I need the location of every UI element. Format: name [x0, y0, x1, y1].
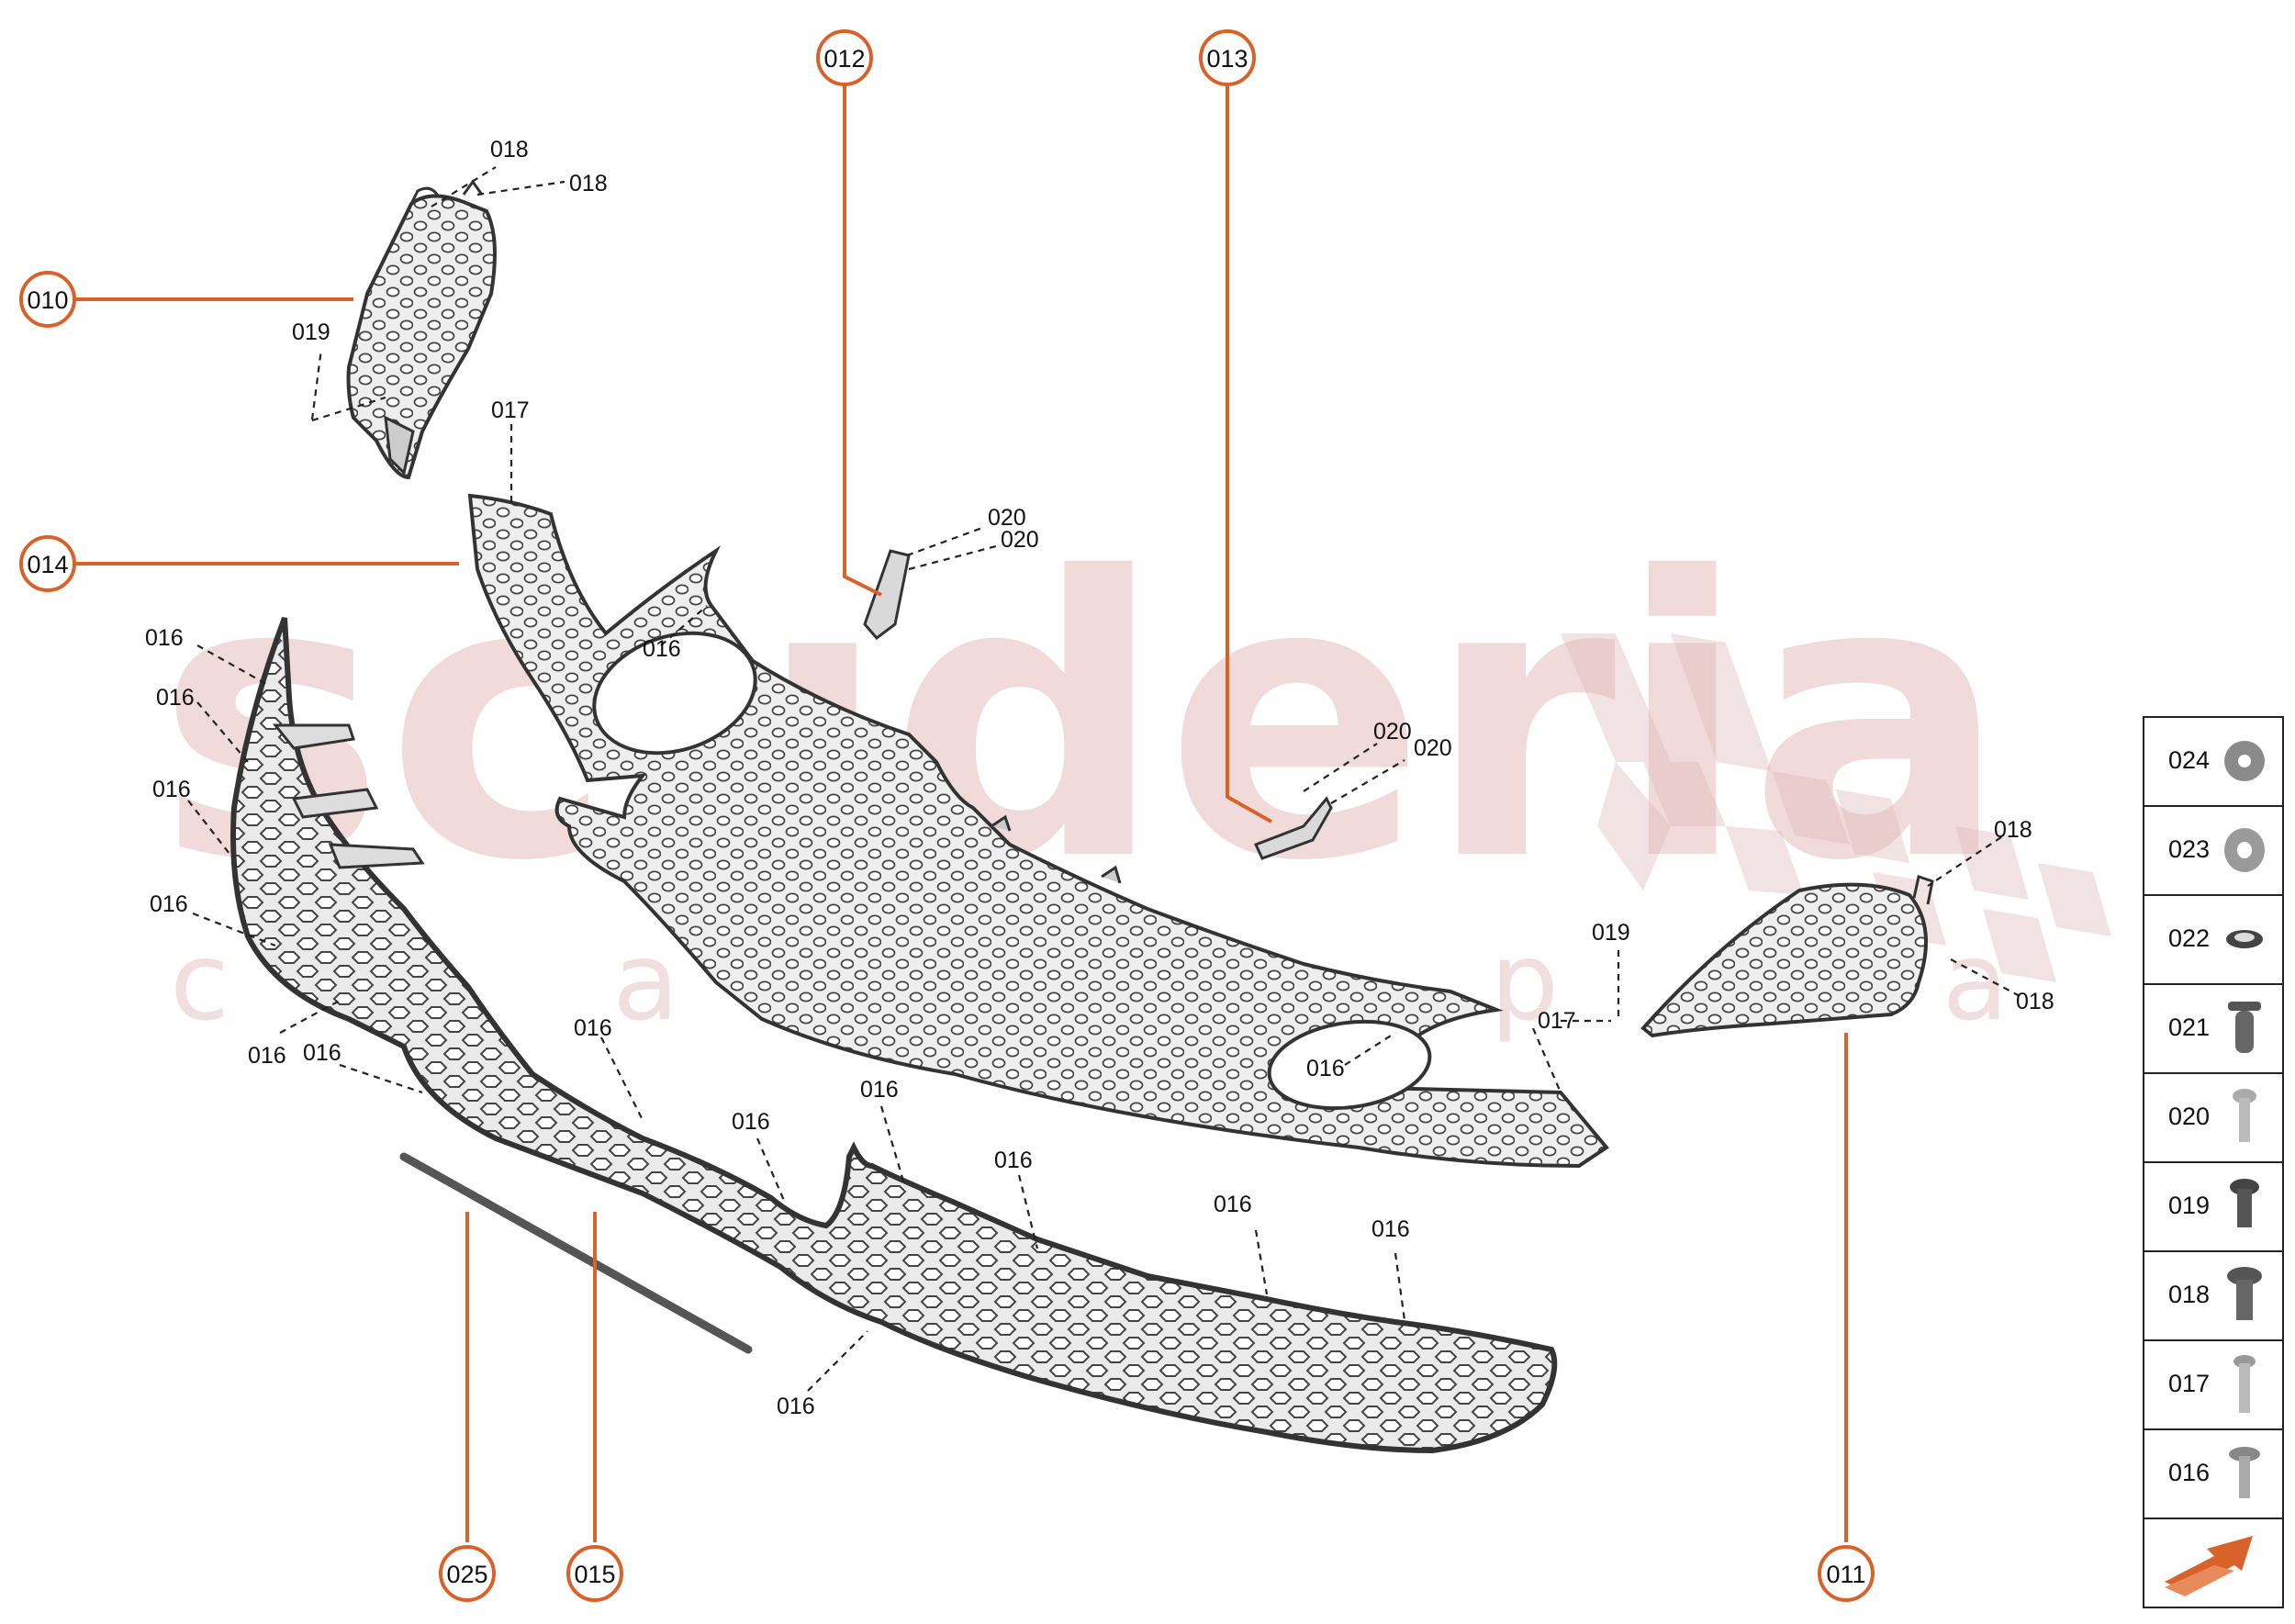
legend-next-button[interactable]: [2143, 1518, 2284, 1608]
callout-015[interactable]: 015: [566, 1545, 623, 1602]
next-arrow-icon: [2165, 1536, 2253, 1596]
legend-item-024[interactable]: 024: [2143, 716, 2284, 805]
flange-screw-icon: [2229, 1447, 2260, 1498]
ref-label: 016: [145, 625, 184, 651]
part-014-upper-mesh[interactable]: [467, 493, 1609, 1169]
legend-item-022[interactable]: 022: [2143, 894, 2284, 983]
callout-014[interactable]: 014: [19, 535, 76, 592]
part-011-right-grille-insert[interactable]: [1640, 875, 1934, 1038]
part-015-lower-grille[interactable]: [230, 616, 1558, 1454]
ref-label: 019: [292, 319, 330, 345]
ref-label: 016: [1371, 1216, 1410, 1242]
callout-012[interactable]: 012: [816, 29, 873, 86]
ref-label: 018: [490, 137, 529, 162]
callout-014-label: 014: [27, 551, 68, 578]
callout-010[interactable]: 010: [19, 271, 76, 328]
part-025-trim-strip[interactable]: [399, 1152, 753, 1354]
fastener-legend: 024 023 022 021 020 019: [2143, 716, 2284, 1608]
legend-item-018[interactable]: 018: [2143, 1250, 2284, 1339]
ref-label: 016: [732, 1109, 770, 1135]
callout-013-label: 013: [1206, 45, 1248, 73]
ref-label: 016: [643, 636, 681, 662]
watermark-brand: scuderia: [156, 497, 2009, 946]
legend-code: 022: [2168, 924, 2211, 952]
ref-label: 016: [574, 1015, 612, 1041]
part-012-bracket[interactable]: [863, 549, 911, 641]
bolt-icon: [2230, 1179, 2259, 1227]
ref-label: 017: [1538, 1008, 1576, 1034]
callout-025-label: 025: [446, 1561, 487, 1588]
legend-code: 018: [2168, 1281, 2211, 1308]
ref-label: 020: [1001, 527, 1039, 553]
ref-label: 019: [1592, 920, 1630, 946]
ref-label: 016: [1214, 1192, 1252, 1217]
legend-code: 016: [2168, 1459, 2211, 1486]
legend-code: 019: [2168, 1192, 2211, 1219]
callout-013[interactable]: 013: [1199, 29, 1256, 86]
callout-011-label: 011: [1826, 1561, 1865, 1588]
callout-leaders: [73, 84, 1848, 1542]
legend-item-021[interactable]: 021: [2143, 983, 2284, 1072]
ref-label: 016: [152, 777, 191, 802]
ref-label: 016: [994, 1148, 1033, 1173]
legend-code: 021: [2168, 1014, 2211, 1041]
bolt-large-icon: [2227, 1267, 2262, 1320]
legend-item-020[interactable]: 020: [2143, 1072, 2284, 1161]
reference-leaders: [187, 166, 2021, 1392]
ref-label: 016: [1306, 1056, 1345, 1081]
callout-025[interactable]: 025: [439, 1545, 496, 1602]
legend-item-016[interactable]: 016: [2143, 1428, 2284, 1518]
callout-011[interactable]: 011: [1818, 1545, 1875, 1602]
part-013-bracket[interactable]: [1253, 796, 1333, 860]
ref-label: 020: [1373, 719, 1412, 745]
legend-code: 024: [2168, 746, 2211, 774]
part-010-left-grille-insert[interactable]: [346, 179, 497, 480]
legend-item-017[interactable]: 017: [2143, 1339, 2284, 1428]
callout-010-label: 010: [27, 286, 68, 314]
legend-code: 023: [2168, 835, 2211, 863]
ref-label: 018: [569, 171, 608, 196]
ref-label: 018: [1994, 817, 2032, 843]
legend-item-023[interactable]: 023: [2143, 805, 2284, 894]
screw-icon: [2233, 1089, 2256, 1142]
ref-label: 017: [491, 398, 530, 423]
flat-washer-icon: [2224, 828, 2265, 872]
ref-label: 016: [248, 1043, 286, 1069]
callout-012-label: 012: [823, 45, 865, 73]
ref-label: 020: [988, 505, 1026, 531]
legend-code: 020: [2168, 1103, 2211, 1130]
ref-label: 016: [860, 1077, 899, 1103]
ref-label: 016: [303, 1040, 341, 1066]
ref-label: 020: [1414, 735, 1452, 761]
legend-code: 017: [2168, 1370, 2211, 1397]
long-screw-icon: [2233, 1355, 2256, 1413]
washer-icon: [2224, 741, 2265, 781]
plastic-rivet-icon: [2228, 1002, 2261, 1053]
callout-015-label: 015: [574, 1561, 615, 1588]
ref-label: 016: [777, 1394, 815, 1419]
ref-label: 016: [150, 891, 188, 917]
reference-labels: 018 018 019 017 020 020 020 020 016 016 …: [145, 137, 2054, 1419]
clip-nut-icon: [2226, 930, 2263, 948]
ref-label: 016: [156, 685, 195, 711]
legend-item-019[interactable]: 019: [2143, 1161, 2284, 1250]
ref-label: 018: [2016, 989, 2054, 1014]
